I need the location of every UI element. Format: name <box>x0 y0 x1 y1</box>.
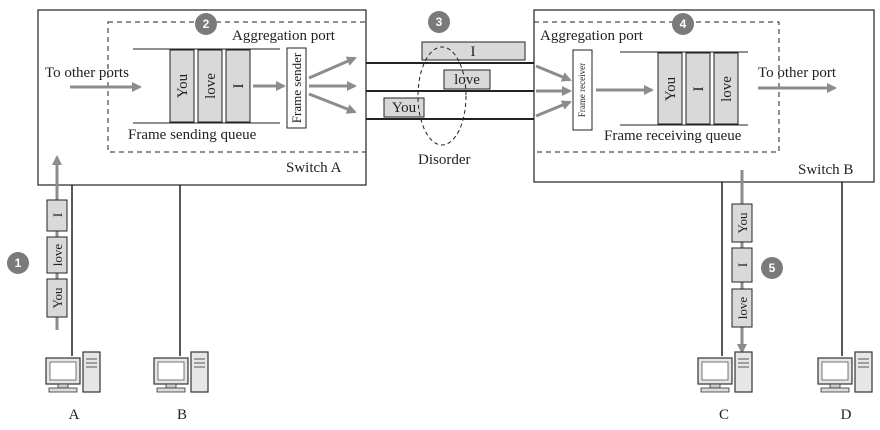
sending-queue-slot <box>225 49 251 123</box>
link-frame <box>383 97 425 118</box>
receiving-queue-slot <box>713 52 739 125</box>
step-badge-number: 4 <box>680 17 687 31</box>
step-badge-number: 5 <box>769 261 776 275</box>
switch-b-name: Switch B <box>798 162 853 178</box>
host-a-frame <box>46 236 68 274</box>
host-c-frame <box>731 288 753 328</box>
receiving-queue-slot <box>657 52 683 125</box>
computer-icon <box>697 351 753 393</box>
host-a-frames: I love You <box>46 155 68 330</box>
switch-a-name: Switch A <box>286 160 342 176</box>
computer-icon <box>817 351 873 393</box>
sender-arrow-down <box>308 92 357 114</box>
switch-a-aggregation-label: Aggregation port <box>232 28 336 44</box>
sending-queue-slot <box>169 49 195 123</box>
step-badge: 4 <box>672 13 694 35</box>
receiving-queue-frame: You <box>663 76 679 101</box>
host-d-label: D <box>841 407 852 423</box>
sending-queue-frame: love <box>203 73 219 99</box>
host-a-frame-label: love <box>50 244 65 267</box>
host-c-frame-label: love <box>735 297 750 320</box>
switch-b: Aggregation port Frame receiver You I lo… <box>533 9 875 183</box>
host-a-frame <box>46 278 68 318</box>
step-badge: 2 <box>195 13 217 35</box>
sending-queue-slot <box>197 49 223 123</box>
host-c-frame <box>731 247 753 283</box>
computer-icon <box>45 351 101 393</box>
link-frame <box>443 69 491 90</box>
step-badge-number: 2 <box>203 17 210 31</box>
host-c-label: C <box>719 407 729 423</box>
sending-queue-frame: I <box>231 84 247 89</box>
frame-receiver-box <box>572 49 593 131</box>
step-badge: 1 <box>7 252 29 274</box>
receiving-queue-frame: love <box>719 76 735 102</box>
switch-a: Aggregation port To other ports You love… <box>37 9 367 186</box>
sender-arrow-up <box>308 56 357 80</box>
frame-receiver-label: Frame receiver <box>577 63 587 117</box>
host-c-frame-label: You <box>735 212 750 234</box>
step-badge: 5 <box>761 257 783 279</box>
step-badge: 3 <box>428 11 450 33</box>
computer-icon <box>153 351 209 393</box>
switch-b-queue-label: Frame receiving queue <box>604 128 742 144</box>
link-to-receiver-arrow-bottom <box>535 100 572 118</box>
link-frame-label: You <box>392 100 417 116</box>
switch-b-to-other-port: To other port <box>758 65 837 81</box>
switch-a-to-other-ports: To other ports <box>45 65 129 81</box>
disorder-ellipse <box>417 46 467 146</box>
aggregated-links: I love You Disorder <box>366 41 534 168</box>
link-frame <box>421 41 526 61</box>
link-frame-label: love <box>454 72 480 88</box>
link-frame-label: I <box>471 44 476 60</box>
host-a-frame-label: You <box>50 287 65 309</box>
switch-b-aggregation-label: Aggregation port <box>540 28 644 44</box>
step-badge-number: 1 <box>15 256 22 270</box>
receiving-queue-frame: I <box>691 87 707 92</box>
host-a-label: A <box>69 407 80 423</box>
disorder-label: Disorder <box>418 152 471 168</box>
host-c-frame-label: I <box>735 263 750 267</box>
host-a-frame-label: I <box>50 213 65 217</box>
receiving-queue-slot <box>685 52 711 125</box>
step-badge-number: 3 <box>436 15 443 29</box>
host-b-label: B <box>177 407 187 423</box>
host-a-frame <box>46 199 68 232</box>
frame-sender-label: Frame sender <box>289 52 304 123</box>
host-c-frames: You I love <box>731 170 753 354</box>
host-c-frame <box>731 203 753 243</box>
link-to-receiver-arrow-top <box>535 64 572 82</box>
switch-a-queue-label: Frame sending queue <box>128 127 257 143</box>
sending-queue-frame: You <box>175 73 191 98</box>
frame-sender-box <box>286 47 307 129</box>
